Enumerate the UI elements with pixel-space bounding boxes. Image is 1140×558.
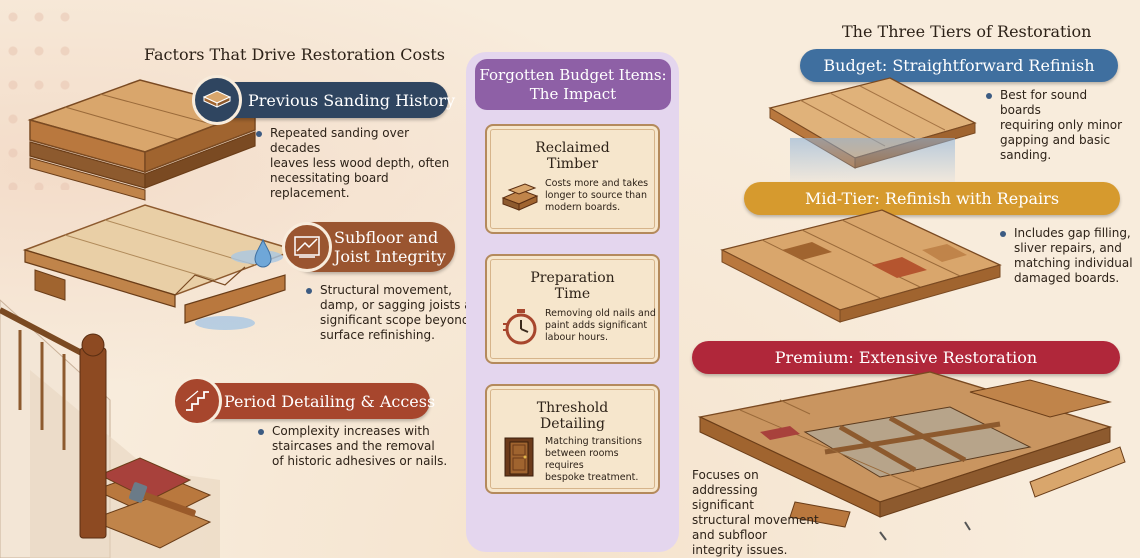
subfloor-joist-icon (282, 222, 332, 272)
budget-item-card-preparation-time: Preparation Time Removing old nails and … (485, 254, 660, 364)
bullet-dot (258, 429, 264, 435)
tier-bar-budget: Budget: Straightforward Refinish (800, 49, 1118, 82)
tier-bar-mid-tier: Mid-Tier: Refinish with Repairs (744, 182, 1120, 215)
right-section-title: The Three Tiers of Restoration (842, 22, 1092, 41)
factor-pill-subfloor: Subfloor and Joist Integrity (282, 222, 455, 272)
bullet-dot (986, 93, 992, 99)
bullet-dot (256, 131, 262, 137)
stopwatch-icon (503, 309, 537, 345)
budget-item-card-threshold-detailing: Threshold Detailing Matching transitions… (485, 384, 660, 494)
tier-label-premium: Premium: Extensive Restoration (774, 348, 1038, 367)
sanding-layers-icon (192, 75, 242, 125)
factor-label-period-detailing: Period Detailing & Access (224, 391, 436, 411)
budget-item-title: Reclaimed Timber (535, 140, 610, 172)
factor-desc-period-detailing: Complexity increases with staircases and… (258, 424, 462, 469)
staircase-illustration (0, 299, 220, 558)
factor-label-subfloor: Subfloor and Joist Integrity (334, 228, 446, 266)
tier-label-budget: Budget: Straightforward Refinish (823, 56, 1095, 75)
budget-item-desc: Removing old nails and paint adds signif… (545, 308, 656, 343)
tier-bar-premium: Premium: Extensive Restoration (692, 341, 1120, 374)
budget-item-title: Threshold Detailing (536, 400, 609, 432)
factor-pill-period-detailing: Period Detailing & Access (172, 376, 435, 426)
budget-item-title: Preparation Time (530, 270, 615, 302)
bullet-dot (1000, 231, 1006, 237)
premium-floor-illustration (697, 371, 1126, 541)
budget-item-desc: Costs more and takes longer to source th… (545, 178, 649, 213)
forgotten-items-header: Forgotten Budget Items: The Impact (475, 59, 671, 110)
factor-label-sanding-history: Previous Sanding History (248, 90, 456, 110)
mid-tier-floor-illustration (720, 209, 1002, 323)
factor-pill-sanding-history: Previous Sanding History (192, 75, 455, 125)
budget-item-card-reclaimed-timber: Reclaimed Timber Costs more and takes lo… (485, 124, 660, 234)
doorway-icon (504, 437, 534, 477)
tier-desc-budget: Best for sound boards requiring only min… (986, 88, 1130, 163)
water-drop-icon (254, 238, 272, 268)
staircase-icon (172, 376, 222, 426)
factor-desc-sanding-history: Repeated sanding over decades leaves les… (256, 126, 460, 201)
tier-desc-premium: Focuses on addressing significant struct… (692, 468, 819, 557)
budget-floor-illustration (768, 77, 977, 188)
subfloor-illustration (22, 204, 298, 330)
factor-desc-subfloor: Structural movement, damp, or sagging jo… (306, 283, 490, 343)
budget-item-desc: Matching transitions between rooms requi… (545, 436, 642, 483)
left-section-title: Factors That Drive Restoration Costs (144, 45, 446, 64)
tier-desc-mid-tier: Includes gap filling, sliver repairs, an… (1000, 226, 1134, 286)
bullet-dot (306, 288, 312, 294)
timber-stack-icon (501, 183, 539, 211)
tier-label-mid-tier: Mid-Tier: Refinish with Repairs (804, 189, 1060, 208)
